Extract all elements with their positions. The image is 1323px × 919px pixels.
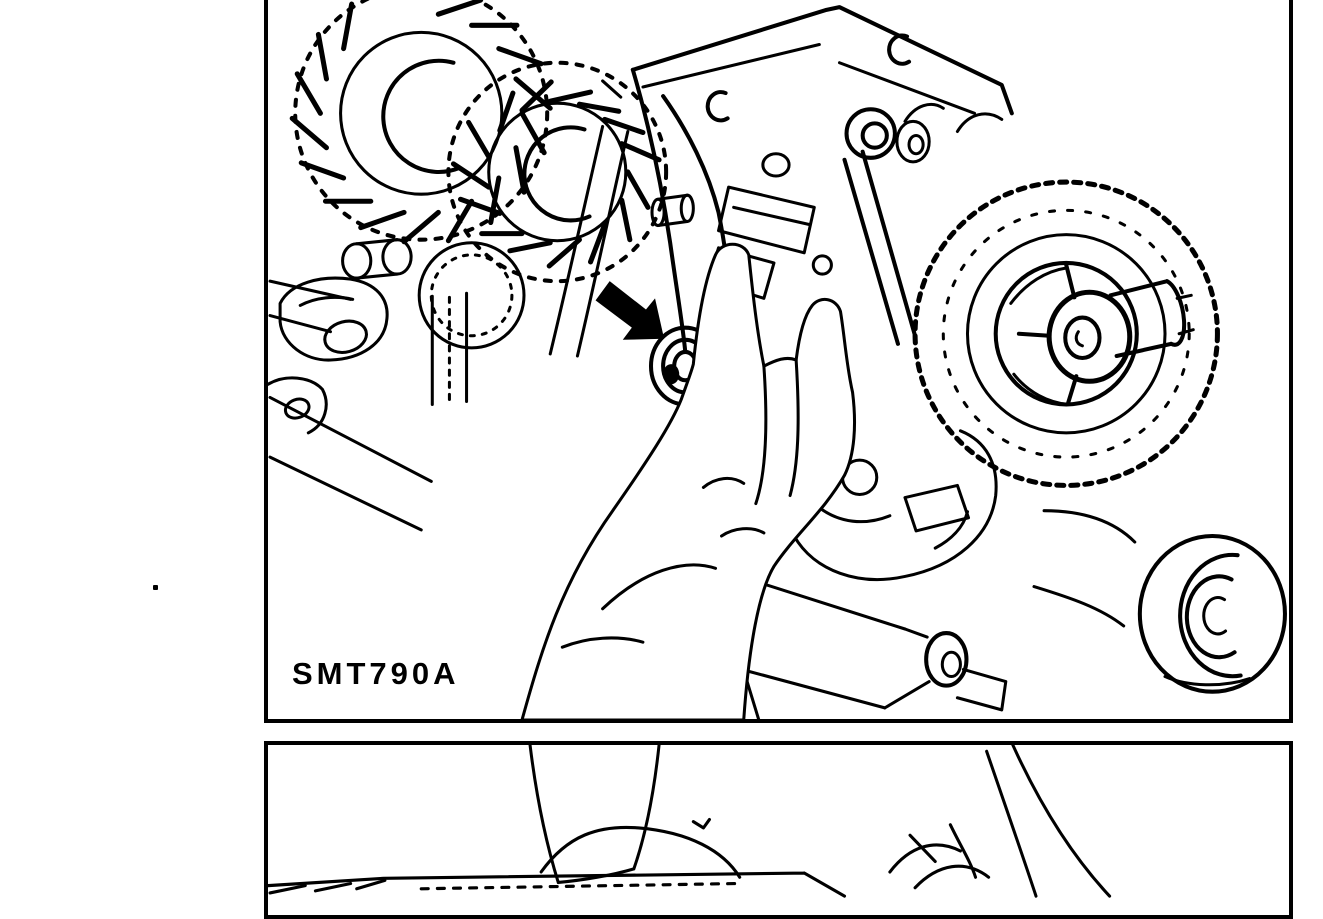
figure-code-label: SMT790A xyxy=(292,656,460,691)
stray-dot xyxy=(153,585,158,590)
bearing-illustration xyxy=(1137,533,1287,694)
hands-on-gearbox-illustration xyxy=(268,745,1112,898)
figure-frame-top: SMT790A xyxy=(264,0,1293,723)
manual-page-scan: { "page": { "background_color": "#ffffff… xyxy=(153,0,1293,919)
transmission-assembly-illustration xyxy=(268,0,1287,719)
shift-forks-illustration xyxy=(268,238,469,532)
machine-band-illustration xyxy=(268,871,847,898)
pointer-arrow-icon xyxy=(595,281,665,340)
main-gear-illustration xyxy=(912,179,1220,488)
hand-illustration xyxy=(520,242,857,719)
arms-illustration xyxy=(528,745,1112,898)
figure-frame-bottom xyxy=(264,741,1293,919)
